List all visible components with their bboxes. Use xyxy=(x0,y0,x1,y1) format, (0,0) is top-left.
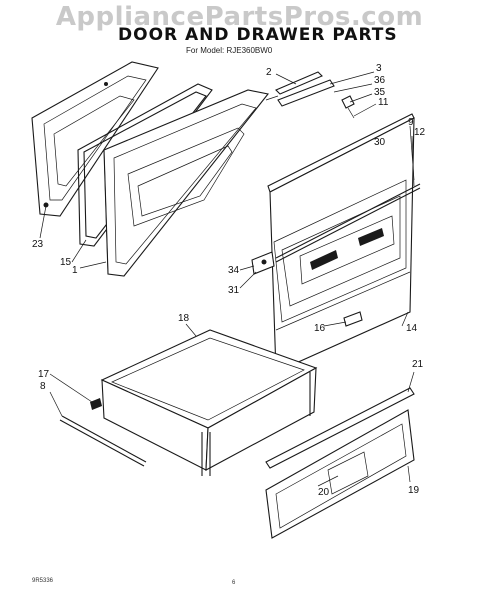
callout-2: 2 xyxy=(266,67,272,78)
callout-21: 21 xyxy=(412,359,424,370)
drawer-front-panel xyxy=(265,409,415,539)
footer-page: 6 xyxy=(232,580,236,586)
callout-31: 31 xyxy=(228,285,240,296)
handle-bracket xyxy=(265,71,335,107)
callout-16: 16 xyxy=(314,323,326,334)
drawer-rail xyxy=(59,415,147,467)
callout-20: 20 xyxy=(318,487,330,498)
callout-30: 30 xyxy=(374,137,386,148)
callout-34: 34 xyxy=(228,265,240,276)
outer-door xyxy=(103,89,269,277)
callout-19: 19 xyxy=(408,485,420,496)
drawer-top-strip xyxy=(265,387,415,469)
callout-1: 1 xyxy=(72,265,78,276)
callout-14: 14 xyxy=(406,323,418,334)
door-clip xyxy=(341,95,355,119)
storage-drawer xyxy=(100,329,318,476)
callout-11: 11 xyxy=(378,97,389,108)
door-latch xyxy=(343,311,363,327)
callout-36: 36 xyxy=(374,75,386,86)
door-hinge xyxy=(251,251,275,275)
oven-door-front xyxy=(267,113,421,373)
model-line: For Model: RJE360BW0 xyxy=(186,46,273,55)
callout-35: 35 xyxy=(374,87,386,98)
callout-18: 18 xyxy=(178,313,190,324)
callout-8: 8 xyxy=(40,381,46,392)
callout-3: 3 xyxy=(376,63,382,74)
footer-code: 9R5336 xyxy=(32,578,54,584)
callout-15: 15 xyxy=(60,257,72,268)
callout-9: 9 xyxy=(408,117,414,128)
leader-lines xyxy=(39,71,415,487)
callout-12: 12 xyxy=(414,127,426,138)
callout-17: 17 xyxy=(38,369,50,380)
watermark: AppliancePartsPros.com xyxy=(55,2,424,32)
callout-23: 23 xyxy=(32,239,44,250)
page-title: DOOR AND DRAWER PARTS xyxy=(118,25,398,45)
drawer-clip xyxy=(90,398,102,410)
